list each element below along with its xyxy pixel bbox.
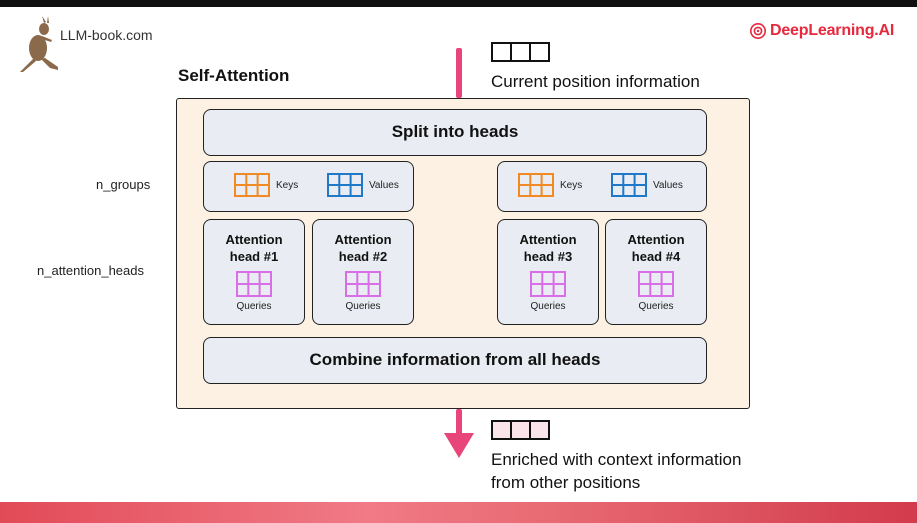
split-heads-label: Split into heads	[391, 122, 519, 141]
output-vector-icon	[491, 420, 550, 440]
kangaroo-logo-icon	[20, 16, 58, 72]
kv-group-1: Keys Values	[203, 161, 414, 212]
input-vector-icon	[491, 42, 550, 62]
combine-heads-label: Combine information from all heads	[309, 350, 601, 369]
values-label: Values	[653, 180, 683, 191]
output-arrow-head-icon	[444, 433, 474, 458]
bottom-decorative-bar	[0, 502, 917, 523]
deeplearning-logo-text: DeepLearning.AI	[770, 22, 895, 39]
combine-heads-box: Combine information from all heads	[203, 337, 707, 384]
values-grid-icon	[611, 173, 647, 197]
input-caption: Current position information	[491, 72, 700, 91]
self-attention-frame: Split into heads Keys Values Keys	[176, 98, 750, 409]
keys-grid-icon	[234, 173, 270, 197]
queries-label: Queries	[638, 301, 674, 312]
split-heads-box: Split into heads	[203, 109, 707, 156]
keys-grid-icon	[518, 173, 554, 197]
keys-label: Keys	[560, 180, 583, 191]
llm-book-logo-text: LLM-book.com	[60, 27, 153, 43]
deeplearning-logo: DeepLearning.AI	[750, 22, 894, 40]
kv-group-2: Keys Values	[497, 161, 707, 212]
output-caption-line2: from other positions	[491, 473, 641, 492]
top-border	[0, 0, 917, 7]
self-attention-title: Self-Attention	[178, 66, 290, 85]
values-label: Values	[369, 180, 399, 191]
n-groups-label: n_groups	[96, 177, 151, 192]
output-caption-line1: Enriched with context information	[491, 450, 742, 469]
keys-label: Keys	[276, 180, 299, 191]
input-arrow	[456, 48, 462, 98]
values-grid-icon	[327, 173, 363, 197]
output-arrow-shaft	[456, 409, 462, 437]
queries-grid-icon	[236, 271, 272, 297]
queries-label: Queries	[236, 301, 272, 312]
queries-label: Queries	[530, 301, 566, 312]
queries-grid-icon	[638, 271, 674, 297]
deeplearning-logo-icon	[750, 23, 766, 39]
queries-grid-icon	[345, 271, 381, 297]
queries-label: Queries	[345, 301, 381, 312]
n-attention-heads-label: n_attention_heads	[37, 263, 144, 278]
queries-grid-icon	[530, 271, 566, 297]
